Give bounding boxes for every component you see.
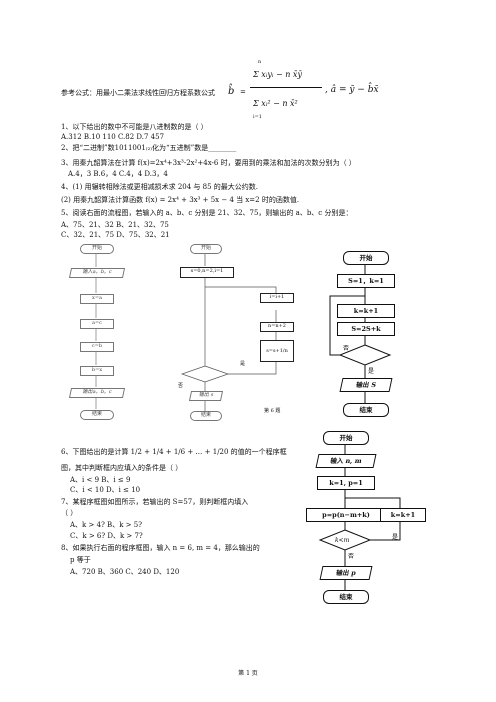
fc3-start: 开始 bbox=[343, 251, 389, 265]
question-7-options-cd: C、k > 6? D、k > 7? bbox=[70, 532, 143, 540]
fc2-start: 开始 bbox=[190, 244, 222, 254]
fc2-step-n: n=n+2 bbox=[260, 322, 294, 332]
fc4-yes-label: 是 bbox=[392, 534, 399, 541]
fc4-output: 输出 p bbox=[319, 566, 373, 580]
fc4-input: 输入 n, m bbox=[315, 454, 377, 468]
formula-eq: = bbox=[240, 88, 246, 96]
fraction-bar bbox=[250, 87, 322, 88]
fc2-caption: 第 6 题 bbox=[264, 408, 281, 414]
fc3-step-k: k=k+1 bbox=[337, 304, 395, 318]
fc3-yes-label: 是 bbox=[368, 368, 375, 375]
fc2-step-i: i=i+1 bbox=[260, 293, 294, 303]
fc4-cond: k<m bbox=[335, 537, 350, 544]
question-5-options-cd: C、32、21、75 D、75、32、21 bbox=[61, 231, 170, 239]
fc1-start: 开始 bbox=[80, 244, 114, 254]
fc2-end: 结束 bbox=[190, 411, 222, 421]
fc2-init: s=0,n=2,i=1 bbox=[180, 267, 234, 278]
formula-numerator: Σ xᵢyᵢ − n x̄ȳ bbox=[253, 70, 302, 79]
formula-label: 参考公式：用最小二乘法求线性回归方程系数公式 bbox=[61, 89, 215, 97]
question-8-line2: p 等于 bbox=[70, 556, 91, 564]
fc3-step-s: S=2S+k bbox=[337, 322, 395, 336]
question-3: 3、用秦九韶算法在计算 f(x)=2x⁴+3x³-2x²+4x-6 时，要用到的… bbox=[61, 159, 356, 167]
page-footer: 第 1 页 bbox=[238, 670, 258, 677]
question-2: 2、把“二进制”数1011001₍₂₎化为“五进制”数是________ bbox=[61, 144, 237, 152]
question-8-options: A、720 B、360 C、240 D、120 bbox=[70, 568, 180, 576]
fc1-step-x-a: x=a bbox=[80, 294, 114, 304]
fc3-init: S=1，k=1 bbox=[337, 274, 395, 288]
fc2-yes-label: 是 bbox=[240, 361, 246, 367]
formula-b-hat: b̂ bbox=[228, 86, 235, 97]
fc4-init: k=1, p=1 bbox=[317, 476, 375, 490]
question-1-options: A.312 B.10 110 C.82 D.7 457 bbox=[61, 133, 165, 141]
question-4-part2: (2) 用秦九韶算法计算函数 f(x) = 2x⁴ + 3x³ + 5x − 4… bbox=[61, 196, 300, 204]
fc4-start: 开始 bbox=[323, 431, 369, 445]
fc1-step-c-b: c=b bbox=[80, 342, 114, 352]
fc4-step-p: p=p(n−m+k) bbox=[306, 508, 386, 522]
question-7-options-ab: A、k > 4? B、k > 5? bbox=[70, 521, 142, 529]
question-4: 4、(1) 用辗转相除法或更相减损术求 204 与 85 的最大公约数. bbox=[61, 183, 258, 191]
fc3-no-label: 否 bbox=[343, 345, 350, 352]
question-8: 8、如果执行右面的程序框图，输入 n = 6, m = 4，那么输出的 bbox=[61, 544, 260, 552]
question-7: 7、某程序框图如图所示，若输出的 S=57，则判断框内填入 bbox=[61, 498, 249, 506]
question-7-line2: （ ） bbox=[61, 509, 78, 517]
fc4-step-k: k=k+1 bbox=[380, 508, 426, 522]
question-6: 6、下图给出的是计算 1/2 + 1/4 + 1/6 + … + 1/20 的值… bbox=[61, 448, 287, 456]
formula-sum-top: n bbox=[258, 59, 262, 65]
fc1-end: 结束 bbox=[80, 410, 114, 420]
question-3-options: A.4，3 B.6，4 C.4，4 D.3，4 bbox=[68, 170, 168, 178]
question-5-options-ab: A、75、21、32 B、21、32、75 bbox=[61, 221, 169, 229]
question-1: 1、以下给出的数中不可能是八进制数的是（ ） bbox=[61, 123, 208, 131]
fc2-no-label: 否 bbox=[178, 383, 184, 389]
fc3-end: 结束 bbox=[343, 403, 389, 417]
formula-denominator: Σ xᵢ² − n x̄² bbox=[253, 99, 298, 108]
fc4-no-label: 否 bbox=[348, 553, 355, 560]
question-5: 5、阅读右面的流程图，若输入的 a、b、c 分别是 21、32、75，则输出的 … bbox=[61, 209, 353, 217]
formula-sum-bottom: i=1 bbox=[253, 114, 262, 120]
question-6-options-cd: C、i < 10 D、i ≤ 10 bbox=[70, 486, 141, 494]
fc4-end: 结束 bbox=[323, 590, 369, 604]
question-6-line2: 图，其中判断框内应填入的条件是（ ） bbox=[61, 464, 183, 472]
fc1-step-a-c: a=c bbox=[80, 319, 114, 329]
fc1-step-b-x: b=x bbox=[80, 366, 114, 376]
question-6-options-ab: A、i < 9 B、i ≤ 9 bbox=[70, 476, 131, 484]
fc2-step-s: s=s+1/n bbox=[260, 340, 294, 362]
formula-a-part: , â = ȳ − b̂x̄ bbox=[325, 85, 379, 95]
